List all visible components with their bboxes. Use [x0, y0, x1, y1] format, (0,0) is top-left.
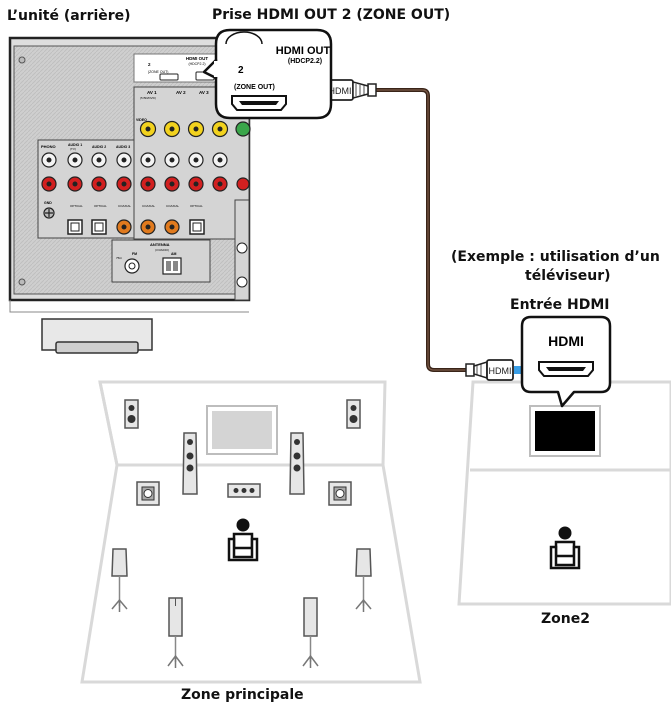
subwoofer-right-icon	[328, 481, 352, 506]
audio-l-jack-row	[41, 152, 228, 168]
zone2-listener-icon	[549, 526, 581, 570]
front-speaker-right-icon	[289, 432, 305, 495]
main-zone-label: Zone principale	[181, 687, 304, 703]
video-jack-row	[139, 120, 251, 138]
zone2-tv-icon	[529, 405, 601, 457]
hdmi-input-label: Entrée HDMI	[510, 297, 610, 313]
surround-speaker-right-icon	[355, 548, 372, 612]
subwoofer-left-icon	[136, 481, 160, 506]
panel-zone-out-text: (ZONE OUT)	[148, 70, 168, 74]
panel-av1-text: AV 1	[147, 90, 157, 95]
panel-audio2-text: AUDIO 2	[92, 145, 106, 149]
hdmi-port-icon	[231, 95, 287, 111]
center-speaker-icon	[227, 483, 261, 498]
callout-hdmi-out-title: HDMI OUT	[276, 45, 331, 57]
zone2-label: Zone2	[541, 611, 590, 627]
panel-fm-text: FM	[132, 252, 137, 256]
callout-zone-out-text: (ZONE OUT)	[234, 84, 275, 91]
callout-number-text: 2	[238, 65, 244, 76]
panel-optical-text-2: OPTICAL	[94, 204, 107, 208]
audio-r-jack-row	[41, 176, 250, 192]
hdmi-out-callout: HDMI OUT (HDCP2.2) 2 (ZONE OUT)	[202, 28, 333, 120]
callout-hdcp-text: (HDCP2.2)	[288, 58, 322, 65]
main-listener-icon	[227, 518, 259, 562]
receiver-rear-panel: HDMI OUT (HDCP2.2) 2 (ZONE OUT) AV 1 (5 …	[8, 36, 251, 354]
panel-gnd-text: GND	[44, 201, 52, 205]
panel-av3-text: AV 3	[199, 90, 209, 95]
callout-hdmi-in-title: HDMI	[548, 333, 584, 349]
hdmi-input-callout: HDMI	[520, 315, 612, 408]
main-zone-tv-icon	[206, 405, 278, 455]
surround-back-speaker-left-icon	[167, 597, 184, 668]
surround-back-speaker-right-icon	[302, 597, 319, 668]
panel-coaxial-text-3: COAXIAL	[166, 204, 179, 208]
panel-hdmi-out-text: HDMI OUT	[186, 56, 208, 61]
front-high-speaker-left-icon	[124, 399, 139, 429]
panel-am-text: AM	[171, 252, 177, 256]
plug-top-label: HDMI	[329, 86, 352, 96]
panel-audio1-sub-text: (TV)	[70, 147, 76, 151]
panel-av1-sub-text: (5 BD/DVD)	[140, 96, 156, 100]
panel-audio1-text: AUDIO 1	[68, 143, 82, 147]
example-label-line1: (Exemple : utilisation d’un	[451, 249, 660, 265]
hdmi-plug-bottom-icon: HDMI	[465, 359, 514, 381]
hdmi-plug-top-icon: HDMI	[326, 79, 377, 101]
panel-audio3-text: AUDIO 3	[116, 145, 130, 149]
surround-speaker-left-icon	[111, 548, 128, 612]
hdmi-cable	[375, 88, 466, 372]
panel-hdcp-text: (HDCP2.2)	[188, 62, 205, 66]
tv-hdmi-port-icon	[538, 361, 594, 377]
panel-av2-text: AV 2	[176, 90, 186, 95]
panel-two-text: 2	[148, 62, 151, 67]
panel-coaxial-text-2: COAXIAL	[142, 204, 155, 208]
panel-antenna-sub-text: (3 RADIO)	[155, 248, 169, 252]
panel-video-text: VIDEO	[136, 118, 147, 122]
front-high-speaker-right-icon	[346, 399, 361, 429]
plug-bottom-label: HDMI	[489, 366, 512, 376]
unit-rear-label: L’unité (arrière)	[7, 8, 131, 24]
panel-optical-text-1: OPTICAL	[70, 204, 83, 208]
front-speaker-left-icon	[182, 432, 198, 495]
panel-ohm-text: 75Ω	[116, 256, 122, 260]
panel-optical-text-3: OPTICAL	[190, 204, 203, 208]
panel-phono-text: PHONO	[41, 144, 56, 149]
panel-coaxial-text-1: COAXIAL	[118, 204, 131, 208]
hdmi-out-jack-label: Prise HDMI OUT 2 (ZONE OUT)	[212, 7, 451, 23]
panel-antenna-text: ANTENNA	[150, 242, 170, 247]
example-label-line2: téléviseur)	[525, 268, 611, 284]
